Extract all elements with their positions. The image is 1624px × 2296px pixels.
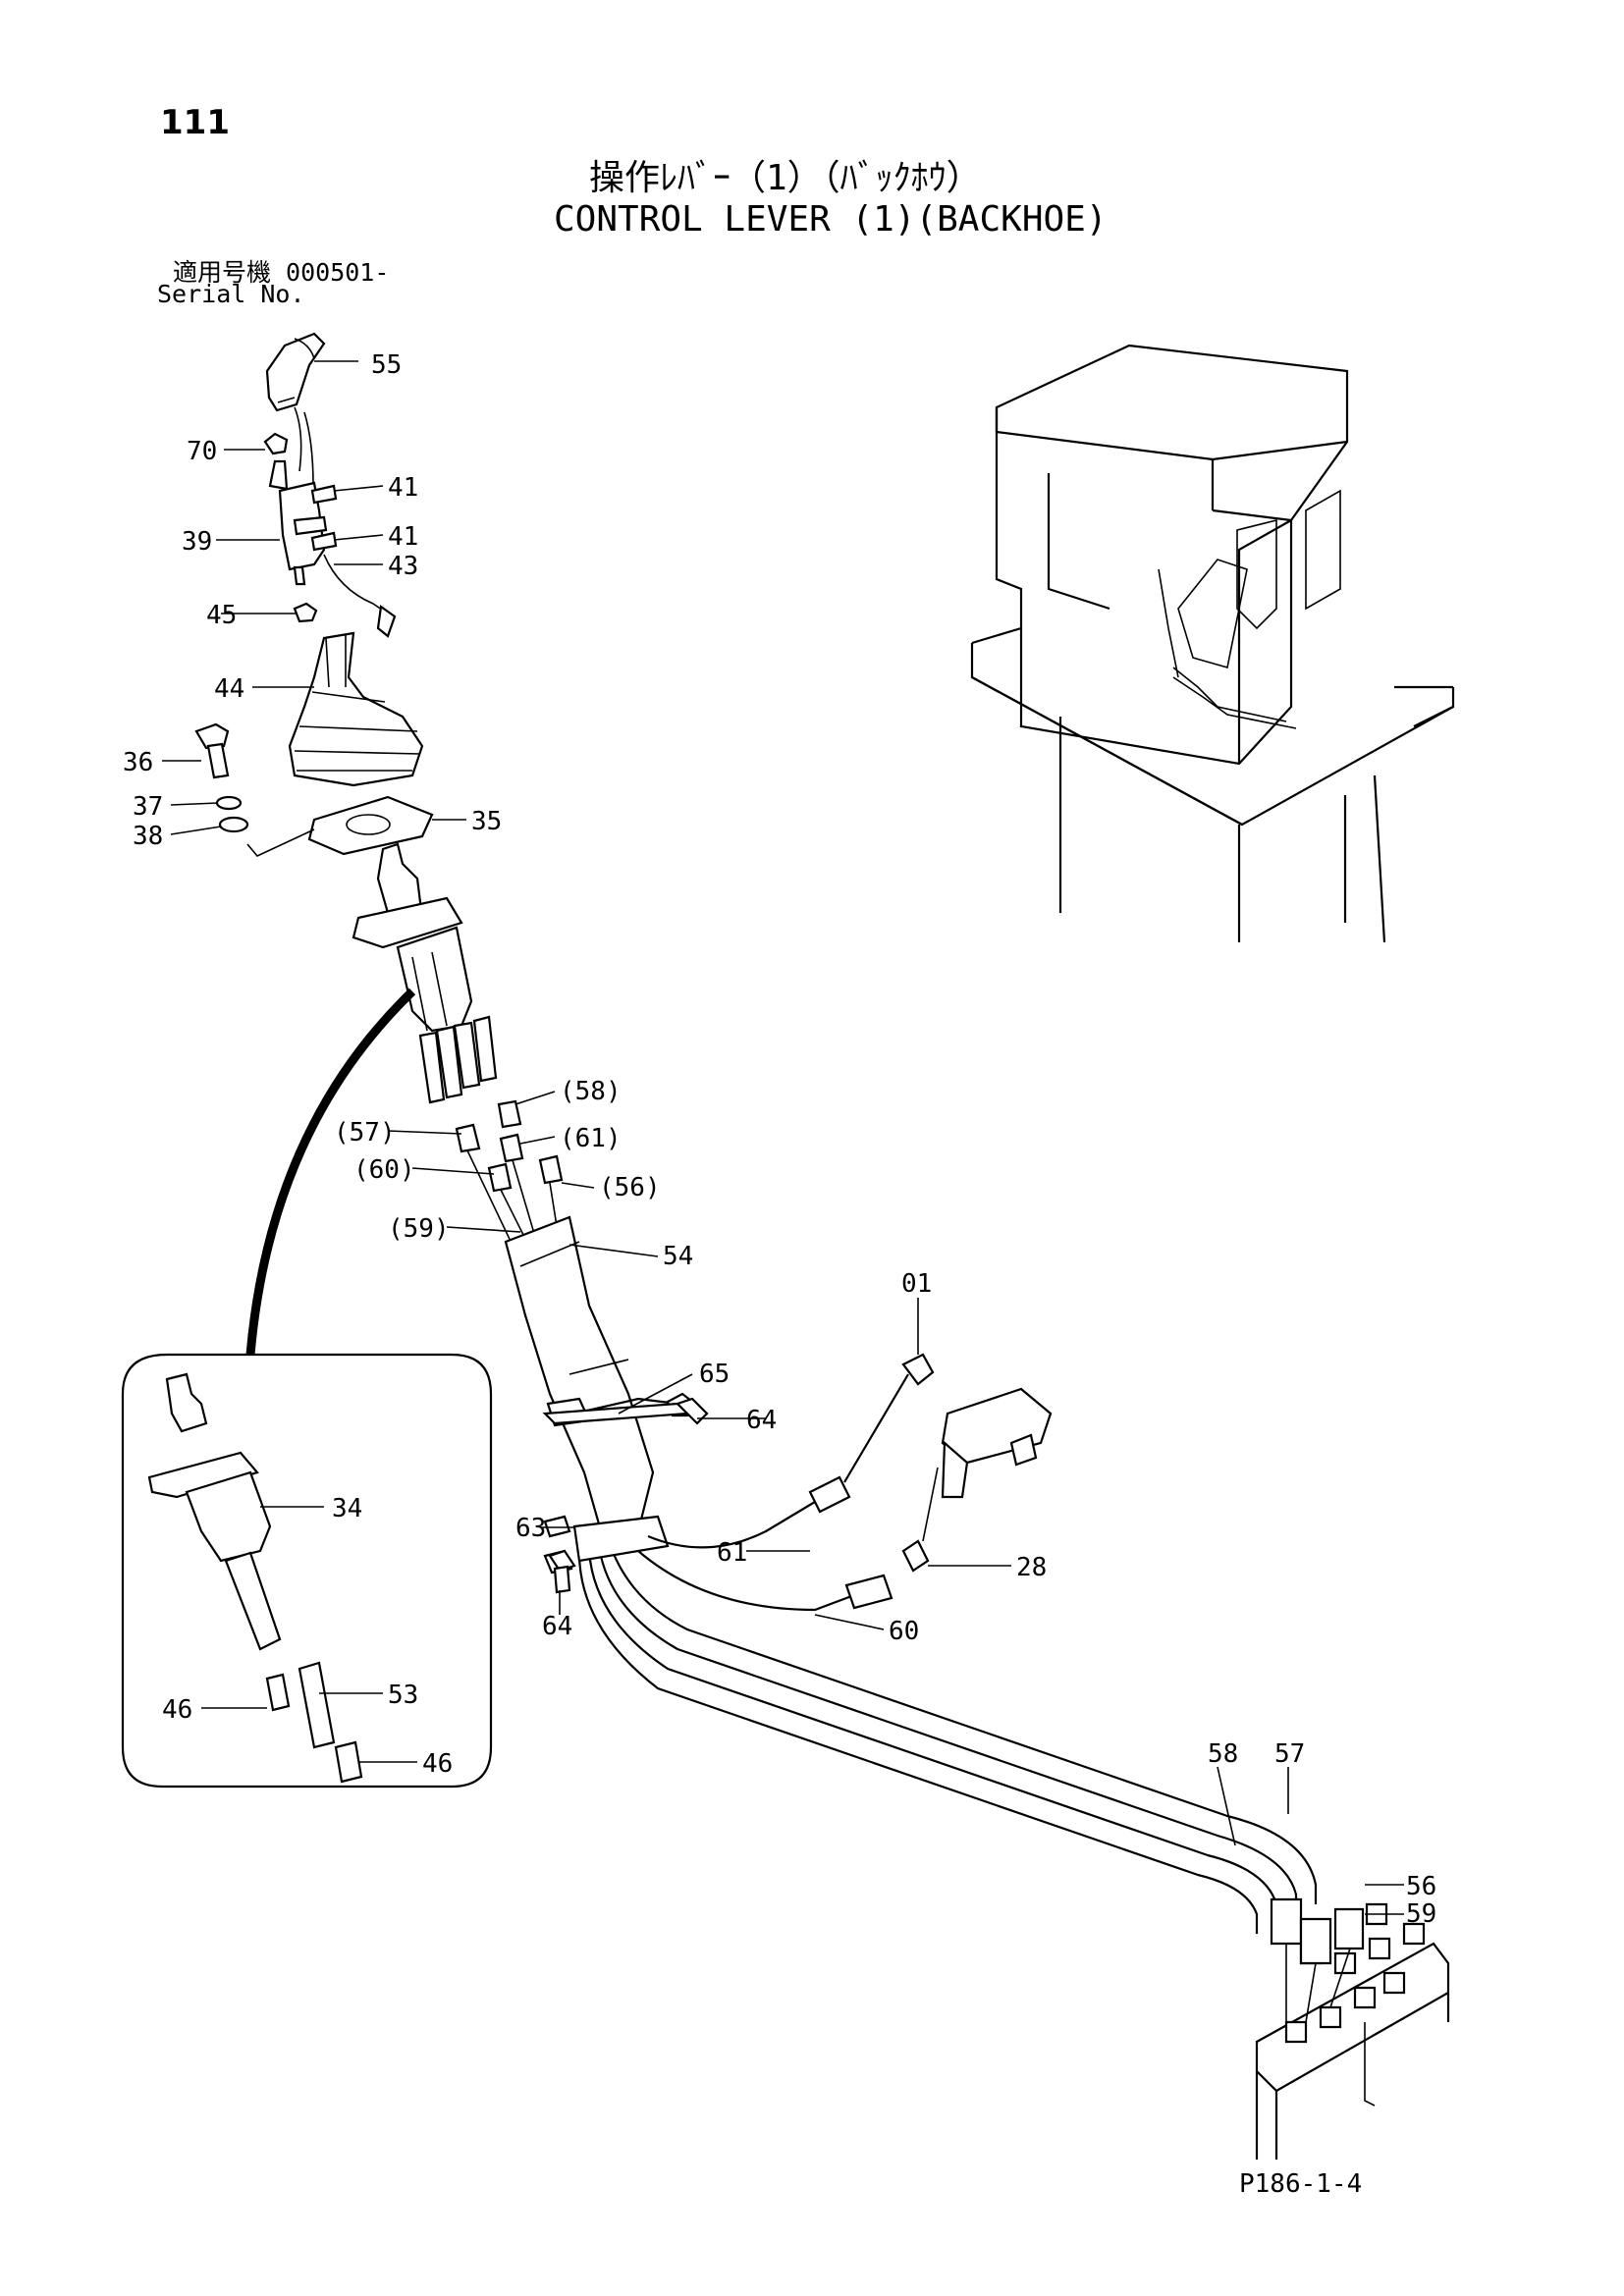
callout-53: 53 (388, 1681, 418, 1710)
callout-34: 34 (332, 1494, 362, 1523)
callout-46-right: 46 (422, 1749, 453, 1779)
callout-28: 28 (1016, 1553, 1047, 1582)
callout-64-right: 64 (746, 1406, 777, 1435)
serial-label-english: Serial No. (157, 280, 305, 308)
footer-code: P186-1-4 (1239, 2169, 1363, 2199)
leader-lines (162, 360, 1404, 1915)
rubber-boot (288, 631, 424, 787)
control-valve (1255, 1897, 1450, 2160)
block-valve (901, 1353, 1053, 1573)
callout-65: 65 (699, 1360, 730, 1389)
callout-36: 36 (123, 748, 153, 777)
callout-35: 35 (471, 807, 502, 836)
callout-59-paren: (59) (388, 1214, 450, 1244)
callout-44: 44 (214, 674, 244, 704)
page-number: 111 (160, 103, 230, 142)
callout-57: 57 (1274, 1739, 1305, 1769)
callout-41-lower: 41 (388, 522, 418, 552)
callout-37: 37 (133, 792, 163, 822)
callout-38: 38 (133, 822, 163, 851)
callout-70: 70 (187, 437, 217, 466)
callout-57-paren: (57) (334, 1118, 396, 1148)
callout-numbers: 55 70 41 39 41 43 45 44 36 37 38 35 (58)… (123, 350, 1436, 1929)
callout-01: 01 (901, 1269, 932, 1299)
pilot-valve-body (352, 842, 498, 1104)
callout-39: 39 (182, 527, 212, 557)
hose-bundle (455, 1099, 1318, 1934)
callout-55: 55 (371, 350, 402, 380)
callout-61: 61 (717, 1538, 747, 1568)
callout-60-paren: (60) (353, 1155, 415, 1185)
callout-60: 60 (889, 1617, 919, 1646)
callout-64-lower: 64 (542, 1612, 572, 1641)
callout-45: 45 (206, 601, 237, 630)
mounting-plate-and-bolts (194, 722, 434, 857)
callout-41-upper: 41 (388, 473, 418, 503)
callout-46-left: 46 (162, 1695, 192, 1725)
callout-59: 59 (1406, 1899, 1436, 1929)
callout-54: 54 (663, 1242, 693, 1271)
callout-58-paren: (58) (560, 1077, 622, 1106)
callout-61-paren: (61) (560, 1124, 622, 1153)
hose-clamp-and-bolts (542, 1397, 709, 1594)
callout-56: 56 (1406, 1872, 1436, 1901)
title-english: CONTROL LEVER (1)(BACKHOE) (554, 199, 1108, 240)
callout-56-paren: (56) (599, 1173, 661, 1202)
callout-63: 63 (515, 1514, 546, 1543)
detail-inset (121, 988, 493, 1789)
callout-58: 58 (1208, 1739, 1238, 1769)
lever-grip-assembly (263, 332, 397, 638)
title-japanese: 操作ﾚﾊﾞｰ（1）（ﾊﾞｯｸﾎｳ） (589, 158, 982, 198)
cab-illustration (970, 344, 1455, 943)
serial-label-japanese: 適用号機 000501- (173, 258, 390, 287)
callout-43: 43 (388, 552, 418, 581)
